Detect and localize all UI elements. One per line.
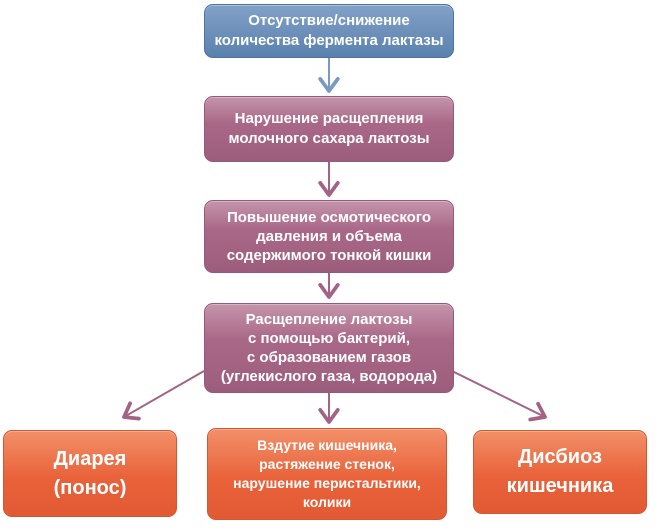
node-osmotic-pressure-increase: Повышение осмотического давления и объем…: [204, 200, 454, 273]
node-text-line: количества фермента лактазы: [214, 32, 444, 49]
node-lactose-breakdown-disruption: Нарушение расщепления молочного сахара л…: [204, 96, 454, 162]
node-bacterial-fermentation-gases: Расщепление лактозы с помощью бактерий, …: [204, 303, 454, 393]
node-text-line: Дисбиоз: [518, 446, 602, 468]
node-text-line: Вздутие кишечника,: [257, 437, 397, 453]
node-text-line: нарушение перистальтики,: [233, 475, 421, 491]
node-text-line: Диарея: [53, 447, 127, 470]
node-text-line: колики: [302, 494, 352, 510]
node-text-line: с образованием газов: [246, 349, 412, 366]
arrow-step3-to-dysbiosis: [451, 370, 547, 422]
node-text-line: кишечника: [506, 475, 614, 497]
node-text-line: Повышение осмотического: [226, 209, 432, 226]
node-text-line: давления и объема: [256, 228, 402, 245]
node-intestinal-dysbiosis: Дисбиоз кишечника: [473, 430, 647, 514]
node-text-line: растяжение стенок,: [259, 456, 395, 472]
node-text-line: (понос): [53, 476, 127, 499]
node-bloating-colic: Вздутие кишечника, растяжение стенок, на…: [207, 428, 447, 520]
node-text-line: (углекислого газа, водорода): [220, 368, 438, 385]
node-text-line: Расщепление лактозы: [245, 311, 413, 328]
node-text-line: Отсутствие/снижение: [248, 12, 410, 29]
node-text-line: молочного сахара лактозы: [228, 130, 430, 147]
arrow-step3-to-diarrhea: [122, 370, 205, 421]
node-text-line: Нарушение расщепления: [234, 110, 424, 127]
node-text-line: с помощью бактерий,: [247, 330, 411, 347]
node-text-line: содержимого тонкой кишки: [226, 247, 432, 264]
node-diarrhea: Диарея (понос): [3, 430, 177, 517]
node-lactase-deficiency: Отсутствие/снижение количества фермента …: [204, 4, 454, 58]
